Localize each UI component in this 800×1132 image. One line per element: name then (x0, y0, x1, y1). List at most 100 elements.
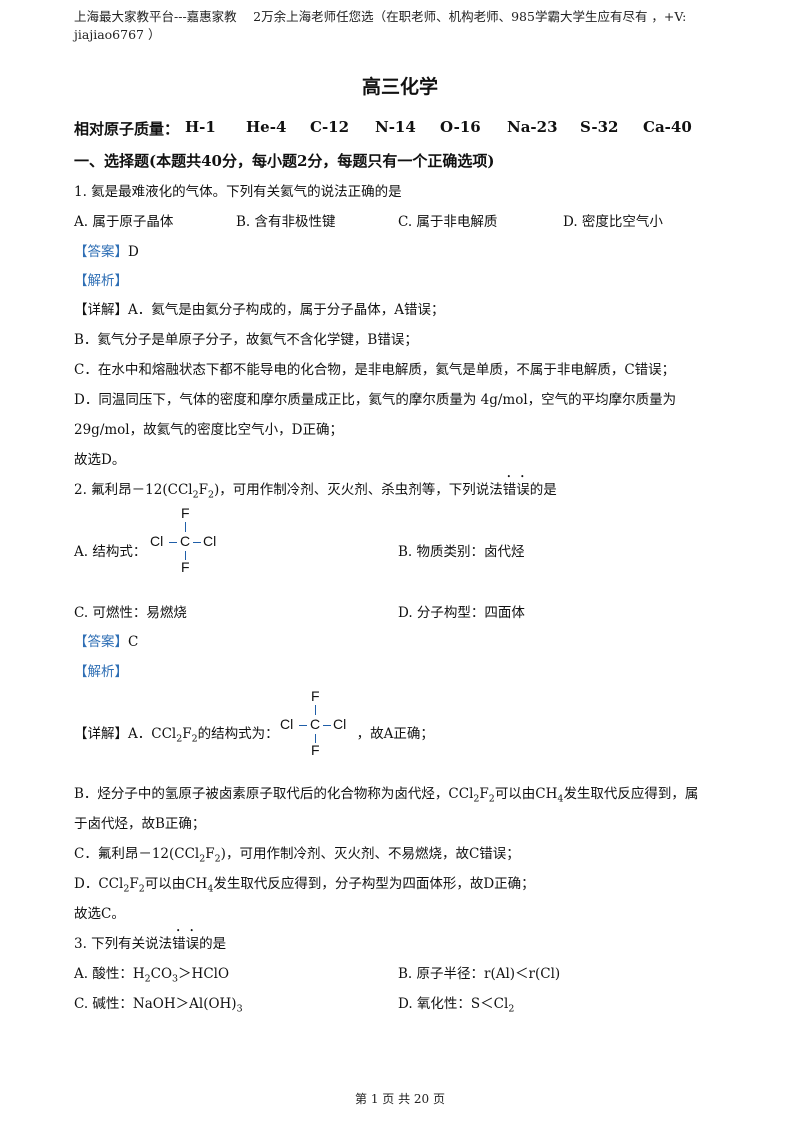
bond-bottom (185, 551, 186, 560)
detail-text: F (205, 846, 215, 862)
atomic-mass-ca: Ca-40 (643, 118, 692, 136)
page-title: 高三化学 (361, 76, 438, 98)
q2-option-d: D. 分子构型：四面体 (398, 605, 525, 621)
q2-stem-text: )，可用作制冷剂、灭火剂、杀虫剂等，下列说法 (214, 482, 503, 498)
bond-bottom (315, 734, 316, 743)
answer-tag: 【答案】 (74, 244, 128, 260)
q1-analysis-tag: 【解析】 (74, 273, 128, 289)
subscript: 2 (138, 883, 145, 895)
q1-option-b: B. 含有非极性键 (236, 214, 336, 230)
q2-analysis-tag: 【解析】 (74, 664, 128, 680)
bond-top (315, 705, 316, 715)
bond-top (185, 522, 186, 532)
atom-f-bottom: F (181, 559, 190, 575)
atom-cl-right: Cl (333, 716, 347, 732)
option-text: ＞HClO (178, 966, 230, 982)
subscript: 2 (199, 853, 206, 865)
detail-text: 的结构式为： (197, 726, 279, 742)
q2-stem-text: 的是 (529, 482, 557, 498)
atom-c-center: C (180, 533, 191, 549)
answer-value: C (128, 634, 139, 650)
q2-conclusion: 故选C。 (74, 906, 125, 922)
detail-text: B．烃分子中的氢原子被卤素原子取代后的化合物称为卤代烃，CCl (74, 786, 474, 802)
q3-option-a: A. 酸性：H2CO3＞HClO (74, 962, 229, 985)
q2-detail-c: C．氟利昂－12(CCl2F2)，可用作制冷剂、灭火剂、不易燃烧，故C错误； (74, 842, 520, 865)
subscript: 4 (207, 883, 214, 895)
answer-value: D (128, 244, 139, 260)
subscript: 2 (176, 733, 183, 745)
atom-f-top: F (181, 505, 190, 521)
atom-c-center: C (310, 716, 321, 732)
option-text: D. 氧化性：S＜Cl (398, 996, 509, 1012)
page-footer: 第 1 页 共 20 页 (355, 1092, 445, 1106)
atomic-mass-n: N-14 (375, 118, 416, 136)
atom-f-bottom: F (311, 742, 320, 758)
detail-text: F (479, 786, 489, 802)
q1-detail-a: 【详解】A．氦气是由氦分子构成的，属于分子晶体，A错误； (74, 298, 445, 318)
atomic-mass-c: C-12 (310, 118, 350, 136)
q1-detail-b: B．氦气分子是单原子分子，故氦气不含化学键，B错误； (74, 332, 418, 348)
q1-conclusion: 故选D。 (74, 452, 126, 468)
detail-text: 发生取代反应得到，分子构型为四面体形，故D正确； (213, 876, 535, 892)
subscript: 2 (123, 883, 130, 895)
option-text: C. 碱性：NaOH＞Al(OH) (74, 996, 237, 1012)
bond-left (169, 542, 177, 543)
q3-option-d: D. 氧化性：S＜Cl2 (398, 992, 514, 1015)
q1-detail-d-cont: 29g/mol，故氦气的密度比空气小，D正确； (74, 422, 343, 438)
q1-detail-d: D．同温同压下，气体的密度和摩尔质量成正比，氦气的摩尔质量为 4g/mol，空气… (74, 392, 677, 408)
subscript: 2 (191, 733, 198, 745)
option-text: CO (150, 966, 173, 982)
detail-text: D．CCl (74, 876, 124, 892)
detail-text: 发生取代反应得到，属 (563, 786, 699, 802)
q2-detail-a: 【详解】A．CCl2F2的结构式为：，故A正确； (74, 722, 434, 745)
subscript: 2 (207, 489, 214, 501)
detail-text: A．氦气是由氦分子构成的，属于分子晶体，A错误； (128, 302, 445, 318)
q1-option-a: A. 属于原子晶体 (74, 214, 174, 230)
q2-stem-text: 2. 氟利昂－12(CCl (74, 482, 193, 498)
detail-text: 可以由CH (144, 876, 208, 892)
atom-cl-right: Cl (203, 533, 217, 549)
detail-text: A．CCl (128, 726, 177, 742)
q3-option-b: B. 原子半径：r(Al)＜r(Cl) (398, 966, 561, 982)
q2-option-a: A. 结构式： (74, 544, 147, 560)
promo-banner: 上海最大家教平台---嘉惠家教 2万余上海老师任您选（在职老师、机构老师、985… (74, 9, 687, 42)
detail-tag: 【详解】 (74, 302, 128, 318)
subscript: 2 (214, 853, 221, 865)
q2-answer: 【答案】C (74, 630, 138, 650)
section-heading: 一、选择题(本题共40分，每小题2分，每题只有一个正确选项) (74, 152, 495, 170)
option-text: A. 酸性：H (74, 966, 145, 982)
detail-text: C．氟利昂－12(CCl (74, 846, 200, 862)
bond-right (193, 542, 201, 543)
subscript: 3 (236, 1003, 243, 1015)
q3-option-c: C. 碱性：NaOH＞Al(OH)3 (74, 992, 243, 1015)
structural-formula-detail: F Cl C Cl F (280, 688, 360, 758)
q2-stem-text: F (198, 482, 208, 498)
atomic-mass-na: Na-23 (507, 118, 558, 136)
q2-option-c: C. 可燃性：易燃烧 (74, 605, 187, 621)
q1-detail-c: C．在水中和熔融状态下都不能导电的化合物，是非电解质，氦气是单质，不属于非电解质… (74, 362, 676, 378)
q3-stem-text: 的是 (199, 936, 227, 952)
subscript: 4 (557, 793, 564, 805)
atomic-mass-s: S-32 (580, 118, 619, 136)
q1-answer: 【答案】D (74, 240, 139, 260)
subscript: 2 (144, 973, 151, 985)
q2-detail-b: B．烃分子中的氢原子被卤素原子取代后的化合物称为卤代烃，CCl2F2可以由CH4… (74, 782, 698, 805)
subscript: 2 (488, 793, 495, 805)
bond-left (299, 725, 307, 726)
atom-f-top: F (311, 688, 320, 704)
q1-stem: 1. 氦是最难液化的气体。下列有关氦气的说法正确的是 (74, 184, 402, 200)
atom-cl-left: Cl (150, 533, 164, 549)
atomic-mass-he: He-4 (246, 118, 287, 136)
subscript: 2 (508, 1003, 515, 1015)
detail-text: F (129, 876, 139, 892)
q2-detail-d: D．CCl2F2可以由CH4发生取代反应得到，分子构型为四面体形，故D正确； (74, 872, 535, 895)
emphasis-char: 错 (503, 482, 517, 498)
q2-option-b: B. 物质类别：卤代烃 (398, 544, 525, 560)
atomic-mass-label: 相对原子质量： (74, 120, 180, 138)
q3-stem: 3. 下列有关说法错误的是 (74, 932, 226, 952)
q1-option-d: D. 密度比空气小 (563, 214, 663, 230)
q2-detail-b-cont: 于卤代烃，故B正确； (74, 816, 206, 832)
subscript: 2 (192, 489, 199, 501)
emphasis-char: 误 (516, 482, 530, 498)
emphasis-char: 误 (186, 936, 200, 952)
